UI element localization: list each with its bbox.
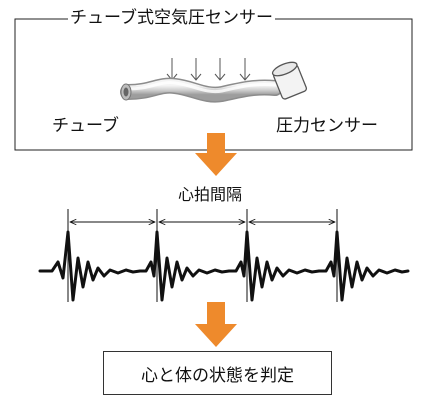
interval-brackets [67, 209, 338, 302]
sensor-box-title: チューブ式空気圧センサー [68, 8, 275, 28]
tube-label: チューブ [52, 116, 119, 136]
pressure-arrow-icon [166, 58, 251, 81]
heartbeat-waveform [38, 230, 410, 302]
result-label: 心と体の状態を判定 [141, 365, 294, 386]
heartbeat-interval-label: 心拍間隔 [178, 185, 243, 204]
down-arrow-icon [195, 302, 237, 347]
down-arrow-icon [195, 133, 237, 176]
pressure-sensor-label: 圧力センサー [276, 116, 378, 136]
pressure-sensor-icon [271, 61, 308, 100]
tube-icon [120, 77, 283, 103]
result-box: 心と体の状態を判定 [103, 351, 332, 395]
